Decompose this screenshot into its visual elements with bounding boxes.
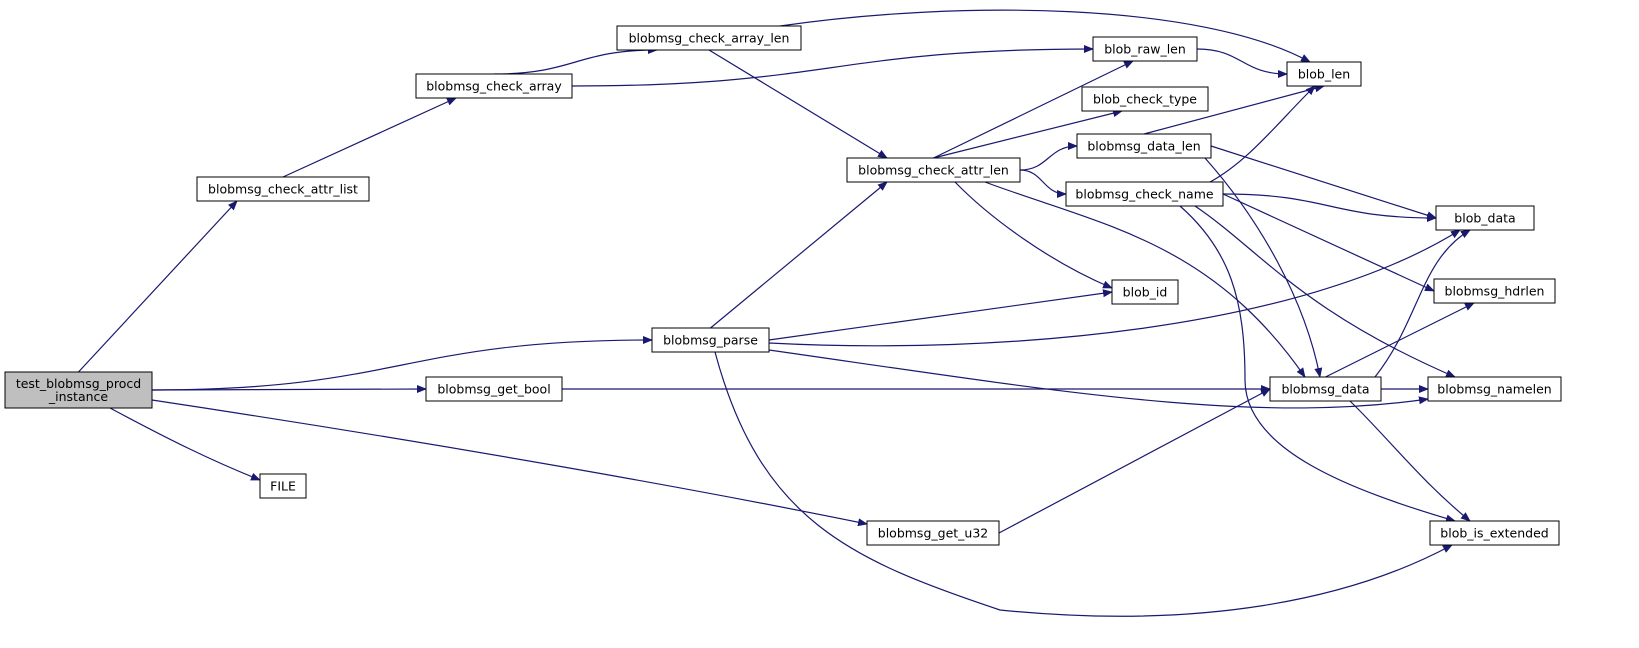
- edge-check_attr_len-to-blob_id: [954, 181, 1113, 289]
- edge-root-to-check_attr_list: [78, 200, 238, 373]
- node-label: FILE: [270, 479, 296, 494]
- node-bm-data[interactable]: blobmsg_data: [1269, 376, 1382, 402]
- edge-check_array_len-to-blob_len: [779, 9, 1311, 63]
- node-is-extended[interactable]: blob_is_extended: [1429, 520, 1560, 546]
- node-hdrlen[interactable]: blobmsg_hdrlen: [1433, 278, 1556, 304]
- edge-get_u32-to-bm_data: [998, 388, 1271, 534]
- edge-parse-to-namelen: [768, 349, 1429, 409]
- node-box: [1269, 376, 1382, 402]
- edge-root-to-get_bool: [151, 385, 427, 394]
- edge-bm_data-to-blob_data: [1374, 229, 1471, 378]
- node-check-name[interactable]: blobmsg_check_name: [1065, 181, 1224, 207]
- node-box: [1435, 205, 1535, 231]
- node-label: blobmsg_get_bool: [437, 382, 550, 397]
- node-box: [1286, 61, 1362, 87]
- node-box: [4, 371, 153, 409]
- node-box: [425, 376, 563, 402]
- node-label: blob_id: [1123, 285, 1168, 300]
- node-namelen[interactable]: blobmsg_namelen: [1427, 376, 1562, 402]
- edge-check_attr_len-to-check_name: [1019, 169, 1067, 198]
- node-box: [259, 473, 307, 499]
- node-box: [1429, 520, 1560, 546]
- node-label: blob_is_extended: [1440, 526, 1548, 541]
- edge-check_array_len-to-check_attr_len: [708, 49, 888, 159]
- edge-check_name-to-hdrlen: [1222, 193, 1435, 292]
- node-box: [196, 176, 370, 202]
- node-box: [415, 73, 573, 99]
- node-box: [846, 157, 1021, 183]
- node-parse[interactable]: blobmsg_parse: [651, 327, 770, 353]
- node-label: blobmsg_check_array: [426, 79, 562, 94]
- edge-check_attr_list-to-check_array: [282, 97, 457, 178]
- node-blob-len[interactable]: blob_len: [1286, 61, 1362, 87]
- node-box: [651, 327, 770, 353]
- node-label: blobmsg_check_attr_len: [858, 163, 1009, 178]
- edge-data_len-to-bm_data: [1204, 157, 1323, 378]
- node-box: [1427, 376, 1562, 402]
- edge-data_len-to-blob_data: [1210, 145, 1437, 220]
- node-raw-len[interactable]: blob_raw_len: [1092, 36, 1198, 62]
- node-label: blobmsg_hdrlen: [1445, 284, 1545, 299]
- node-check-attr-list[interactable]: blobmsg_check_attr_list: [196, 176, 370, 202]
- node-data-len[interactable]: blobmsg_data_len: [1076, 133, 1212, 159]
- node-label: blob_data: [1454, 211, 1515, 226]
- edge-root-to-parse: [151, 336, 653, 391]
- node-label: blobmsg_check_name: [1075, 187, 1213, 202]
- node-label: test_blobmsg_procd: [16, 376, 141, 391]
- node-box: [866, 520, 1000, 546]
- node-label: blobmsg_check_attr_list: [208, 182, 358, 197]
- node-label: _instance: [48, 389, 109, 404]
- node-check-array[interactable]: blobmsg_check_array: [415, 73, 573, 99]
- node-check-array-len[interactable]: blobmsg_check_array_len: [616, 25, 802, 51]
- node-label: blobmsg_get_u32: [878, 526, 988, 541]
- node-label: blobmsg_data: [1281, 382, 1369, 397]
- edge-data_len-to-blob_len: [1143, 84, 1325, 135]
- edge-root-to-file: [109, 407, 261, 481]
- node-file[interactable]: FILE: [259, 473, 307, 499]
- node-get-bool[interactable]: blobmsg_get_bool: [425, 376, 563, 402]
- edge-check_array-to-check_array_len: [493, 46, 658, 75]
- edge-check_name-to-blob_len: [1209, 85, 1316, 183]
- node-box: [1433, 278, 1556, 304]
- node-box: [1111, 279, 1179, 305]
- node-label: blob_len: [1298, 67, 1350, 82]
- edge-check_attr_len-to-check_type: [933, 109, 1123, 159]
- edge-parse-to-check_attr_len: [710, 181, 888, 329]
- edge-root-to-get_u32: [151, 399, 868, 527]
- edge-bm_data-to-is_extended: [1349, 400, 1471, 522]
- edge-check_name-to-is_extended: [1179, 205, 1456, 523]
- node-box: [616, 25, 802, 51]
- edge-check_attr_len-to-bm_data: [984, 181, 1306, 378]
- node-label: blobmsg_parse: [663, 333, 758, 348]
- node-label: blob_check_type: [1093, 92, 1197, 107]
- node-label: blobmsg_check_array_len: [629, 31, 790, 46]
- edge-bm_data-to-hdrlen: [1325, 302, 1475, 378]
- node-box: [1092, 36, 1198, 62]
- edge-check_name-to-blob_data: [1222, 193, 1437, 222]
- edge-parse-to-is_extended: [714, 351, 1453, 617]
- node-check-type[interactable]: blob_check_type: [1081, 86, 1209, 112]
- node-box: [1081, 86, 1209, 112]
- node-label: blob_raw_len: [1104, 42, 1186, 57]
- node-label: blobmsg_data_len: [1087, 139, 1200, 154]
- node-box: [1076, 133, 1212, 159]
- edge-parse-to-blob_id: [768, 289, 1113, 341]
- node-get-u32[interactable]: blobmsg_get_u32: [866, 520, 1000, 546]
- edge-check_array-to-raw_len: [571, 45, 1094, 87]
- node-blob-data[interactable]: blob_data: [1435, 205, 1535, 231]
- node-box: [1065, 181, 1224, 207]
- edge-check_attr_len-to-raw_len: [933, 60, 1134, 159]
- edge-check_name-to-namelen: [1194, 205, 1456, 378]
- edge-raw_len-to-blob_len: [1196, 48, 1288, 78]
- node-check-attr-len[interactable]: blobmsg_check_attr_len: [846, 157, 1021, 183]
- node-label: blobmsg_namelen: [1437, 382, 1551, 397]
- edge-check_attr_len-to-data_len: [1019, 142, 1078, 171]
- node-root: test_blobmsg_procd_instance: [4, 371, 153, 409]
- node-blob-id[interactable]: blob_id: [1111, 279, 1179, 305]
